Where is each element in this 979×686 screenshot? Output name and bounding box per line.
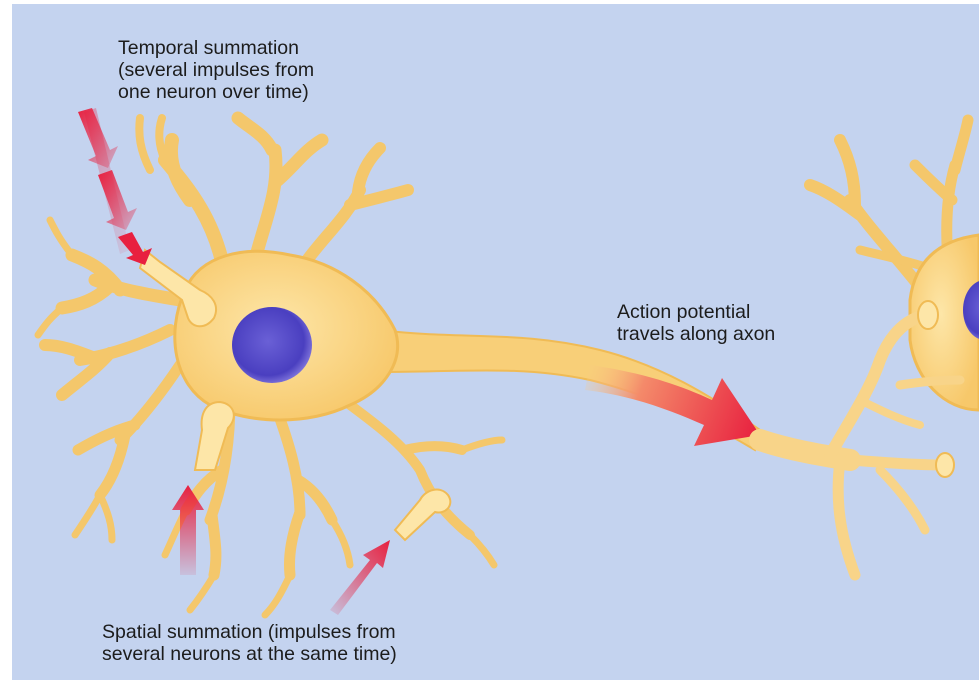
spatial-summation-label: Spatial summation (impulses from several… [102, 621, 397, 665]
spatial-label-line-1: Spatial summation (impulses from [102, 621, 397, 643]
action-label-line-2: travels along axon [617, 323, 775, 345]
spatial-label-line-2: several neurons at the same time) [102, 643, 397, 665]
temporal-summation-label: Temporal summation (several impulses fro… [118, 37, 314, 103]
action-potential-label: Action potential travels along axon [617, 301, 775, 345]
temporal-label-line-2: (several impulses from [118, 59, 314, 81]
temporal-label-line-1: Temporal summation [118, 37, 314, 59]
temporal-label-line-3: one neuron over time) [118, 81, 314, 103]
action-label-line-1: Action potential [617, 301, 775, 323]
left-nucleus [232, 307, 312, 383]
